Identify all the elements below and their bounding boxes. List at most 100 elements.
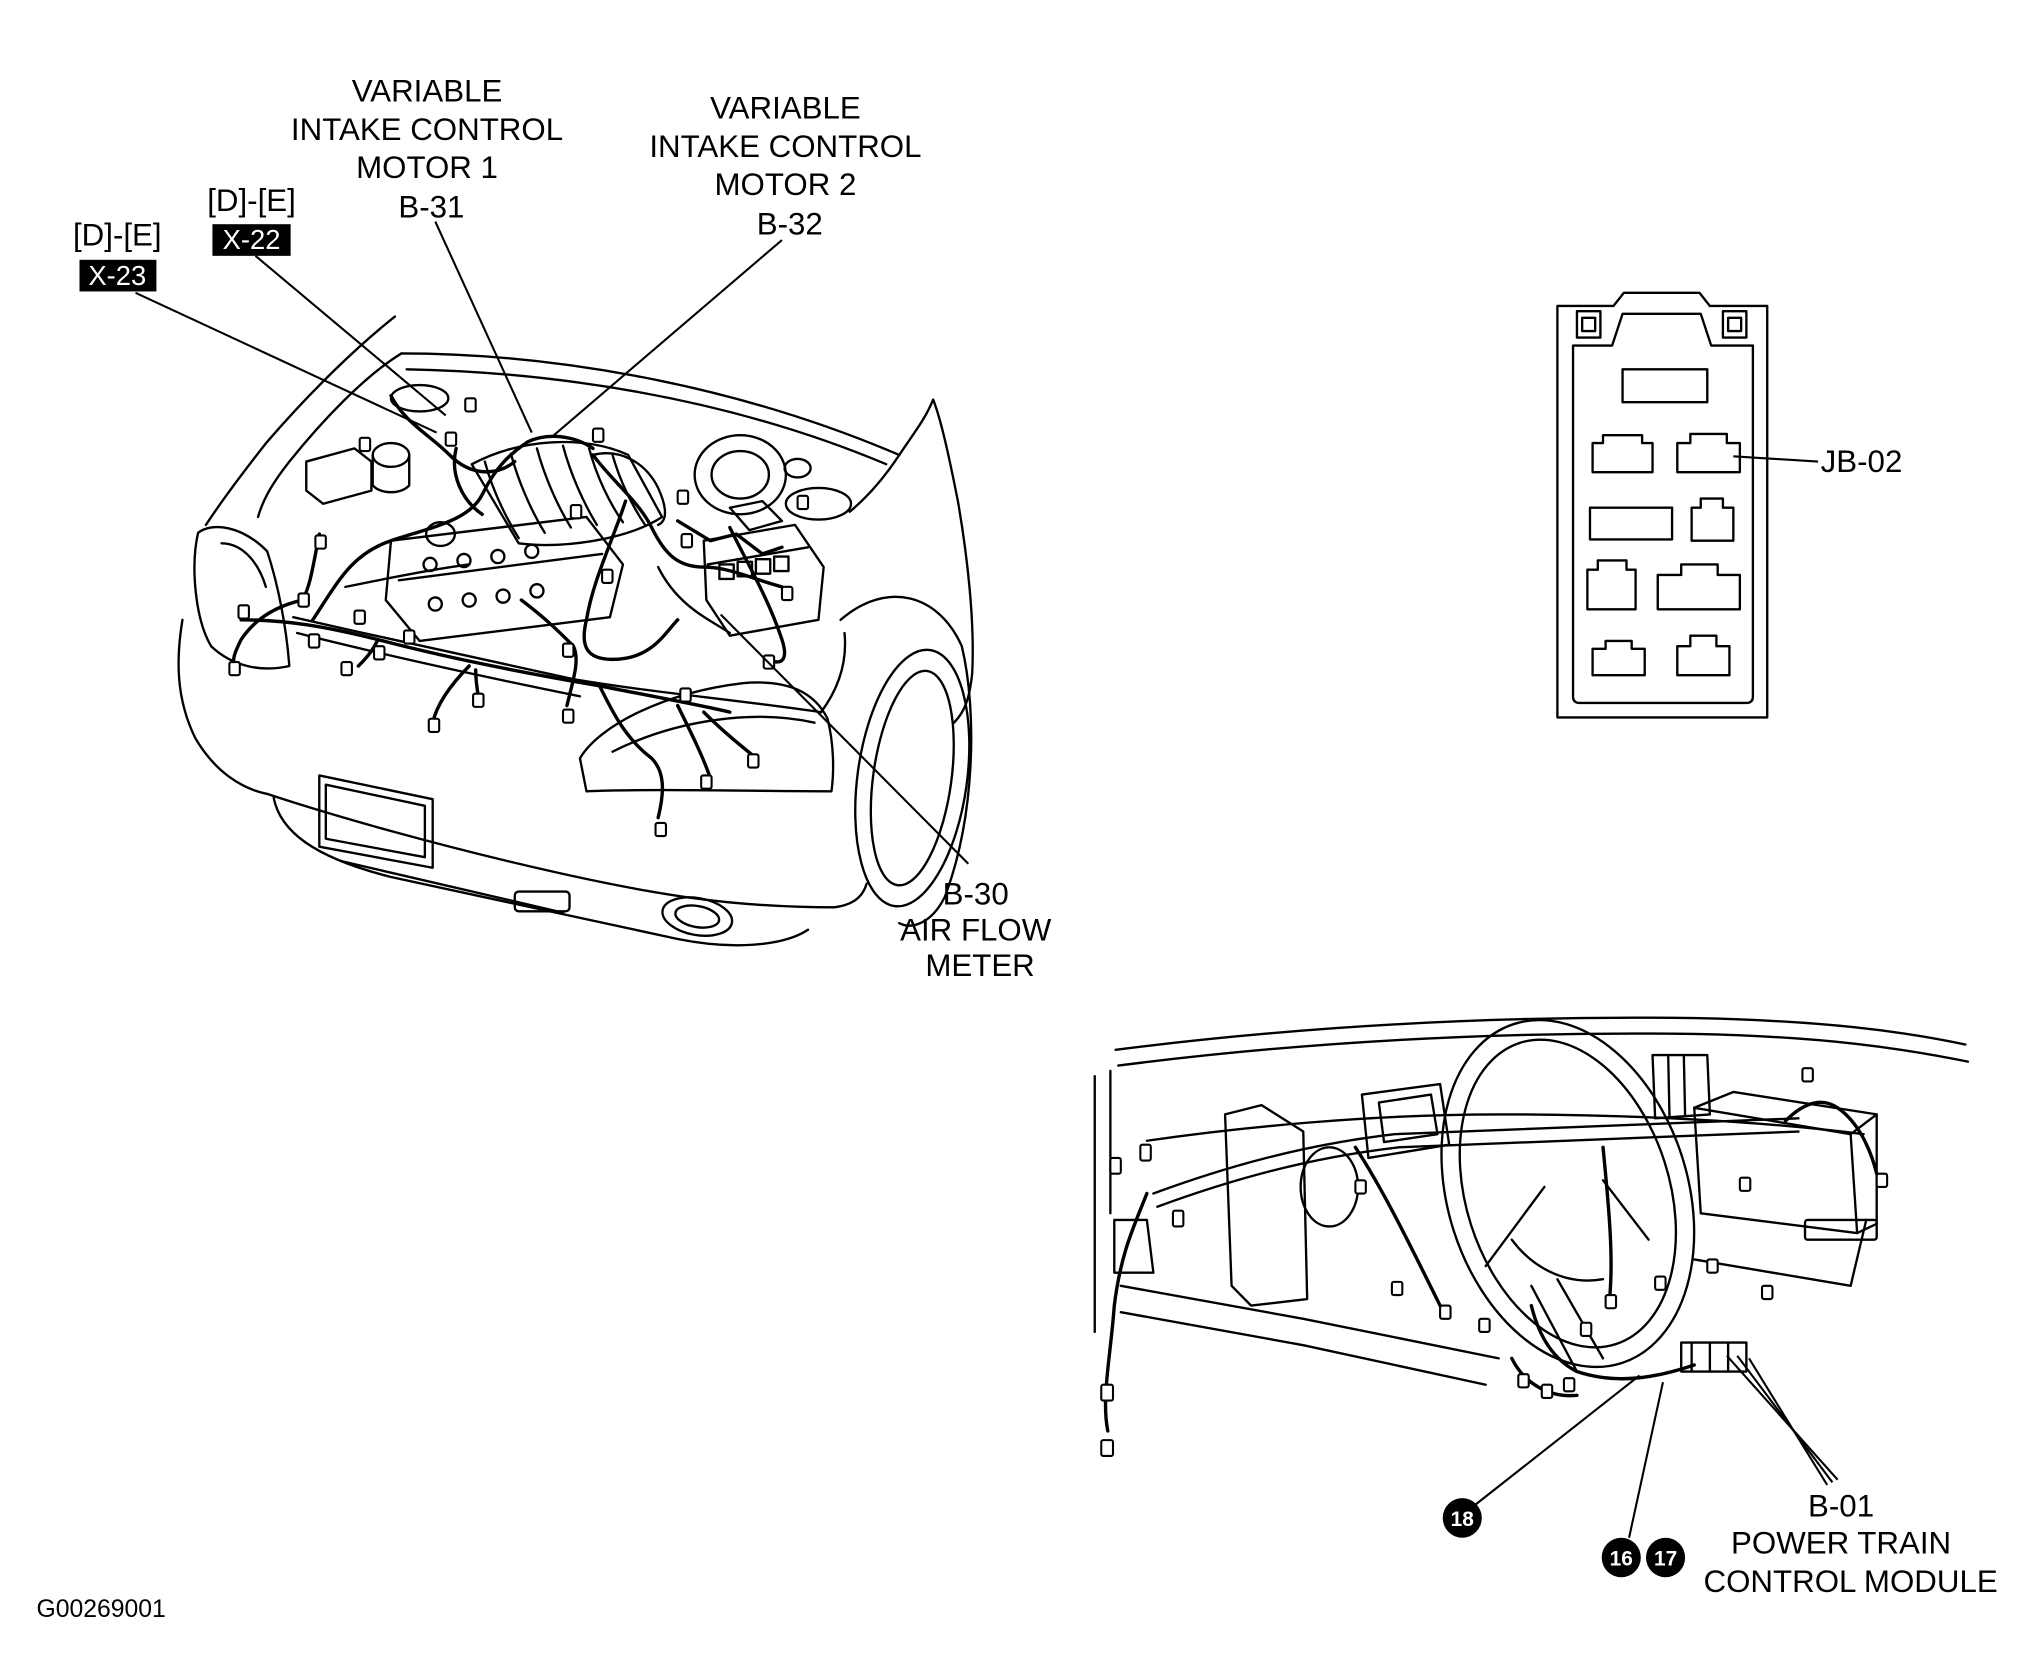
label-vic-motor-2: VARIABLE INTAKE CONTROL MOTOR 2 B-32 bbox=[649, 91, 930, 242]
harness-connector bbox=[676, 489, 690, 505]
spark-plug-well bbox=[524, 543, 540, 560]
brake-booster-inner bbox=[710, 449, 771, 500]
harness-connector bbox=[601, 568, 614, 584]
harness-connector bbox=[1390, 1280, 1404, 1297]
junction-block-connector bbox=[1690, 497, 1735, 542]
harness-connector bbox=[1540, 1383, 1554, 1399]
harness-connector bbox=[1171, 1209, 1185, 1228]
harness-connector bbox=[307, 633, 321, 649]
tag-x22-box bbox=[212, 224, 291, 256]
junction-block-connector bbox=[1676, 432, 1742, 474]
center-duct-rib bbox=[1667, 1053, 1687, 1117]
label-line: CONTROL MODULE bbox=[1704, 1564, 1998, 1599]
front-tire bbox=[854, 648, 971, 908]
label-line: VARIABLE bbox=[710, 91, 861, 126]
harness-connector bbox=[1738, 1176, 1752, 1192]
coolant-reservoir bbox=[371, 453, 411, 494]
junction-box-outer bbox=[1556, 291, 1769, 719]
steering-wheel-rim-inner bbox=[1458, 1038, 1678, 1349]
air-cleaner-box bbox=[702, 523, 825, 637]
windshield-base-upper bbox=[1114, 1016, 1967, 1051]
harness-connector bbox=[1354, 1179, 1367, 1195]
center-vent-inner bbox=[1377, 1093, 1439, 1144]
steering-wheel-spoke bbox=[1484, 1185, 1546, 1268]
label-line: INTAKE CONTROL bbox=[649, 129, 921, 164]
pcm-harness bbox=[1529, 1303, 1696, 1381]
harness-connector bbox=[228, 660, 241, 677]
oil-filler-cap bbox=[424, 521, 457, 548]
pcm-connector-detail bbox=[1690, 1341, 1730, 1373]
leader-lines bbox=[135, 221, 1839, 1538]
pcm-harness bbox=[1510, 1356, 1579, 1398]
callout-18: 18 bbox=[1442, 1498, 1482, 1538]
leader-b01 bbox=[1748, 1357, 1829, 1486]
front-cross-member bbox=[344, 563, 471, 589]
harness-connector bbox=[796, 494, 810, 511]
figure-id: G00269001 bbox=[36, 1595, 165, 1623]
dash-main-harness bbox=[1152, 1117, 1800, 1195]
left-headlight-lens-line bbox=[220, 542, 268, 589]
connector-code: B-32 bbox=[757, 207, 823, 242]
steering-column bbox=[1530, 1278, 1605, 1373]
bumper-front-edge bbox=[265, 792, 868, 909]
junction-block-connector bbox=[1656, 563, 1742, 611]
instrument-panel-illustration bbox=[1093, 1016, 1970, 1433]
leader-16 bbox=[1628, 1381, 1664, 1538]
bay-left-inner-edge bbox=[256, 352, 403, 519]
left-connector-bracket bbox=[1113, 1218, 1155, 1274]
dash-lower-edge bbox=[1119, 1284, 1500, 1360]
right-console-front bbox=[1693, 1106, 1859, 1235]
leader-jb02 bbox=[1733, 455, 1819, 463]
fog-lamp bbox=[661, 896, 734, 937]
label-line: METER bbox=[925, 948, 1034, 983]
dash-top-edge bbox=[1145, 1113, 1865, 1142]
callout-17: 17 bbox=[1646, 1537, 1686, 1578]
front-wiring-harness bbox=[430, 664, 471, 725]
bumper-lower-edge bbox=[272, 796, 810, 947]
bumper-side bbox=[177, 618, 269, 796]
harness-connector bbox=[561, 642, 575, 658]
leader-b32 bbox=[553, 239, 783, 437]
intake-runner bbox=[509, 452, 546, 534]
harness-connector bbox=[1478, 1317, 1491, 1334]
harness-connector bbox=[297, 592, 310, 608]
harness-connector bbox=[591, 427, 605, 443]
radiator-support-lower bbox=[295, 631, 582, 698]
junction-box-illustration bbox=[1556, 291, 1769, 719]
lower-grille-slot bbox=[513, 890, 571, 913]
engine-wiring-harness bbox=[311, 434, 595, 622]
leader-b01 bbox=[1726, 1355, 1839, 1481]
junction-box-inner bbox=[1571, 312, 1755, 705]
harness-connector bbox=[1139, 1143, 1152, 1162]
engine-wiring-harness bbox=[452, 446, 484, 517]
harness-connector bbox=[1760, 1284, 1774, 1301]
spark-plug-well bbox=[456, 552, 472, 569]
relay-block bbox=[772, 555, 790, 573]
leader-18 bbox=[1474, 1374, 1641, 1506]
windshield-base bbox=[1117, 1032, 1970, 1067]
harness-connector bbox=[747, 753, 760, 769]
harness-connector bbox=[679, 687, 692, 703]
cowl-line bbox=[400, 352, 901, 457]
harness-connector bbox=[340, 660, 353, 677]
callout-badge bbox=[1601, 1537, 1641, 1578]
dash-wiring-harness bbox=[1601, 1145, 1613, 1301]
front-hood-edge bbox=[819, 631, 847, 714]
label-jb02: JB-02 bbox=[1821, 444, 1903, 479]
intake-runner bbox=[535, 447, 573, 529]
leader-x23 bbox=[135, 291, 438, 434]
brake-fluid-cap bbox=[783, 457, 812, 479]
right-fender-edge bbox=[898, 398, 974, 724]
right-dash-end bbox=[1693, 1218, 1868, 1288]
leader-b31 bbox=[434, 221, 533, 434]
engine-wiring-harness bbox=[389, 393, 517, 474]
connector-code: B-30 bbox=[943, 877, 1009, 912]
harness-connector bbox=[569, 504, 583, 520]
engine-connectors bbox=[228, 397, 810, 838]
intake-manifold bbox=[470, 440, 664, 547]
right-console-tab bbox=[1803, 1218, 1878, 1241]
bay-right-inner-edge bbox=[848, 453, 901, 513]
harness-connector bbox=[1517, 1373, 1530, 1389]
harness-connector bbox=[1562, 1377, 1576, 1393]
